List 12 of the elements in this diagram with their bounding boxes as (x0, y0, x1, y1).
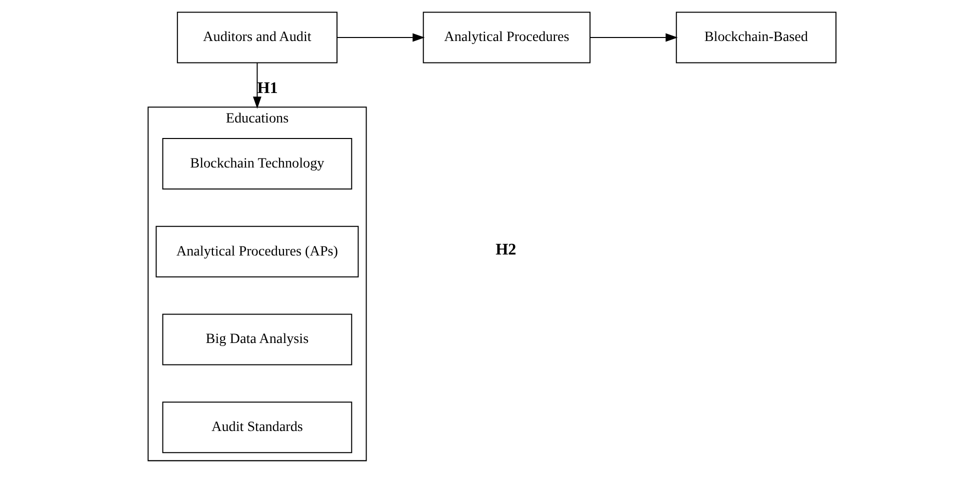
label: H2 (496, 241, 516, 258)
arrow (252, 62, 262, 109)
node-box: Audit Standards (162, 402, 352, 454)
edge-label: H1 (257, 80, 278, 97)
node-box: Blockchain Technology (162, 138, 352, 190)
node-box: Big Data Analysis (162, 314, 352, 366)
node-box: Analytical Procedures (APs) (156, 226, 359, 278)
node-box: Analytical Procedures (422, 12, 591, 64)
arrow (590, 33, 678, 42)
node-box: Auditors and Audit (176, 12, 338, 64)
node-box: Blockchain-Based (676, 12, 836, 64)
arrow (337, 33, 425, 42)
